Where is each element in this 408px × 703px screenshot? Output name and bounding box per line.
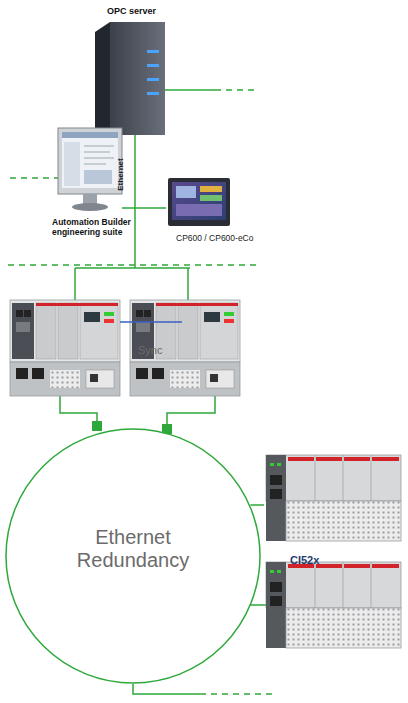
- hmi-node: CP600 / CP600-eCo: [166, 172, 254, 248]
- monitor-icon: [58, 128, 122, 211]
- hmi-panel: [168, 178, 230, 226]
- node-text: Automation Builder engineering suite: [52, 218, 132, 238]
- io-module: [266, 562, 401, 648]
- network-link: [122, 207, 166, 209]
- workstation-node: Automation Builder engineering suite: [50, 118, 122, 248]
- ring-circle: [6, 429, 260, 683]
- port-marker: [92, 421, 102, 431]
- node-text: CI52x: [290, 554, 350, 567]
- bus-label: Ethernet: [116, 158, 125, 190]
- sync-link: [120, 321, 182, 323]
- node-text: OPC server: [107, 6, 177, 16]
- io-module: [266, 455, 401, 541]
- plc-module: [10, 300, 120, 396]
- server-icon: [95, 22, 165, 135]
- node-text: Ethernet Redundancy: [53, 526, 213, 572]
- network-link: [250, 504, 264, 506]
- io-node: CI52x: [264, 452, 404, 572]
- ring-node: Ethernet Redundancy: [5, 428, 261, 684]
- node-text: CP600 / CP600-eCo: [176, 234, 266, 244]
- server-node: OPC server: [95, 4, 175, 138]
- plc-module: [130, 300, 240, 396]
- link-label: Sync: [138, 344, 162, 356]
